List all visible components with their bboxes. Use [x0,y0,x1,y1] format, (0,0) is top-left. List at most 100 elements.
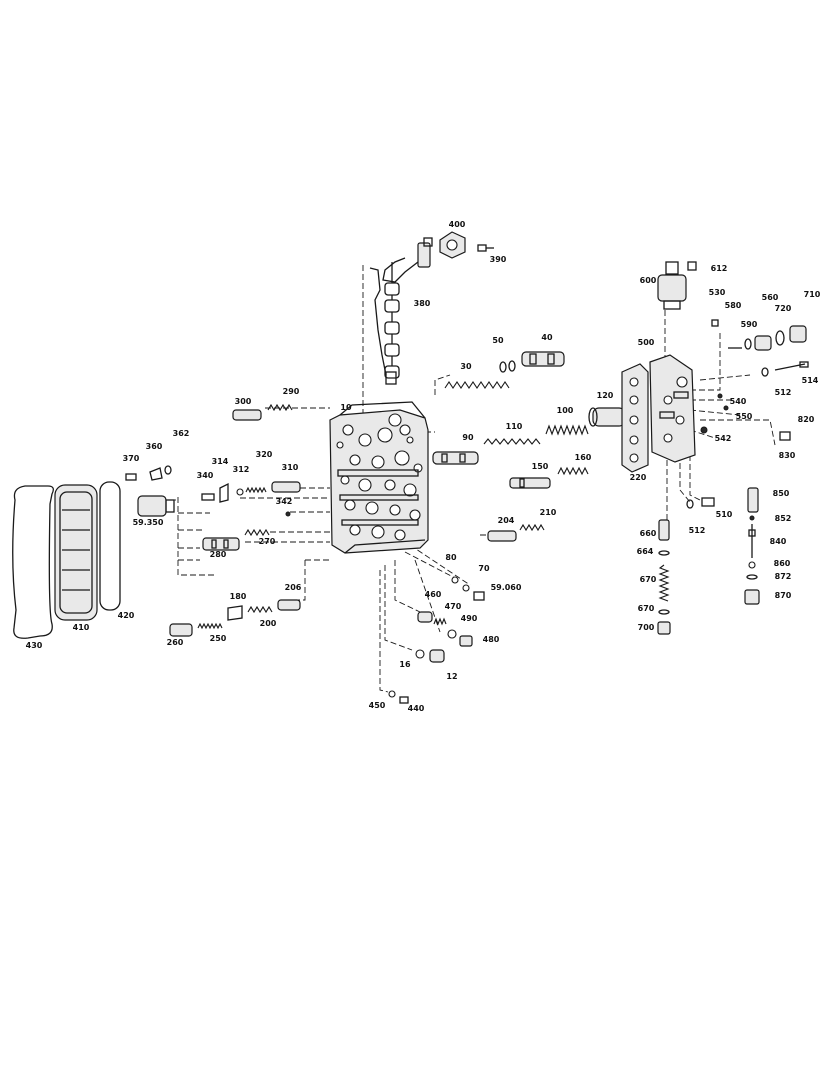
callout-c310: 310 [282,463,299,472]
callout-c700: 700 [638,623,655,632]
rod-840 [748,524,756,558]
part-340 [201,493,215,501]
spring-270 [244,528,270,537]
plate-180 [227,605,243,621]
valve-310 [271,481,301,493]
callout-c410: 410 [73,623,90,632]
callout-c872: 872 [775,572,792,581]
callout-c664: 664 [637,547,654,556]
gasket-420 [99,481,121,611]
plug-59-060 [473,591,485,601]
plate-500 [649,354,696,463]
callout-c206: 206 [285,583,302,592]
sleeve-120 [588,407,626,427]
ring-512b [686,499,694,509]
callout-c440: 440 [408,704,425,713]
pin-852 [749,515,755,521]
plug-260 [169,623,193,637]
ring-664 [658,550,670,556]
part-362 [164,465,172,475]
plate-220 [621,363,649,473]
pin-530 [711,319,719,327]
callout-c542: 542 [715,434,732,443]
spring-200 [247,605,273,614]
ring-670b [658,609,670,615]
callout-c220: 220 [630,473,647,482]
ring-720 [775,330,785,346]
callout-c70: 70 [478,564,490,573]
plug-510 [701,497,715,507]
callout-c160: 160 [575,453,592,462]
callout-c30: 30 [460,362,472,371]
ball-540 [717,393,723,399]
valve-206 [277,599,301,611]
callout-c852: 852 [775,514,792,523]
valve-560 [754,335,772,351]
callout-c512a: 512 [775,388,792,397]
callout-c670b: 670 [638,604,655,613]
callout-c270: 270 [259,537,276,546]
callout-c250: 250 [210,634,227,643]
plug-440 [399,696,409,704]
solenoid-600 [657,261,687,310]
clip-314 [219,482,229,503]
spring-30 [444,381,510,389]
spring-210 [519,523,545,532]
callout-c180: 180 [230,592,247,601]
valve-850 [747,487,759,513]
callout-c600: 600 [640,276,657,285]
ring-450 [388,690,396,698]
spring-470 [433,617,447,626]
callout-c16: 16 [399,660,411,669]
valve-40 [521,351,565,367]
callout-c500: 500 [638,338,655,347]
ring-512a [761,367,769,377]
callout-c342: 342 [276,497,293,506]
ring-80 [451,576,459,584]
callout-c100: 100 [557,406,574,415]
screw-390 [477,244,494,252]
callout-c314: 314 [212,457,229,466]
callout-c204: 204 [498,516,515,525]
spring-290 [267,403,293,412]
screw-612 [687,261,697,271]
cover-410 [54,484,98,621]
callout-labels: 4003903806126005305805607207105905005145… [26,220,821,713]
part-370 [125,473,137,481]
callout-c340: 340 [197,471,214,480]
plug-460 [417,611,433,623]
callout-c59350: 59.350 [133,518,164,527]
valve-660 [658,519,670,541]
ring-872 [746,574,758,580]
callout-c370: 370 [123,454,140,463]
connector-plate-400 [439,231,466,259]
spring-250 [197,622,223,630]
callout-c40: 40 [541,333,553,342]
ring-860 [748,561,756,569]
callout-c580: 580 [725,301,742,310]
callout-c560: 560 [762,293,779,302]
ring-16 [415,649,425,659]
callout-c90: 90 [462,433,474,442]
callout-c510: 510 [716,510,733,519]
callout-c390: 390 [490,255,507,264]
callout-c80: 80 [445,553,457,562]
spring-110 [483,438,541,445]
callout-c480: 480 [483,635,500,644]
callout-c420: 420 [118,611,135,620]
valve-90 [432,451,479,465]
callout-c720: 720 [775,304,792,313]
callout-c200: 200 [260,619,277,628]
callout-c380: 380 [414,299,431,308]
valve-280 [202,537,240,551]
solenoid-59-350 [137,495,175,517]
callout-c59060: 59.060 [491,583,522,592]
callout-c590: 590 [741,320,758,329]
plug-820 [779,431,791,441]
ball-542 [700,426,708,434]
valve-150 [509,477,551,489]
callout-c530: 530 [709,288,726,297]
callout-c50: 50 [492,336,504,345]
ring-590 [744,338,752,350]
callout-c512b: 512 [689,526,706,535]
